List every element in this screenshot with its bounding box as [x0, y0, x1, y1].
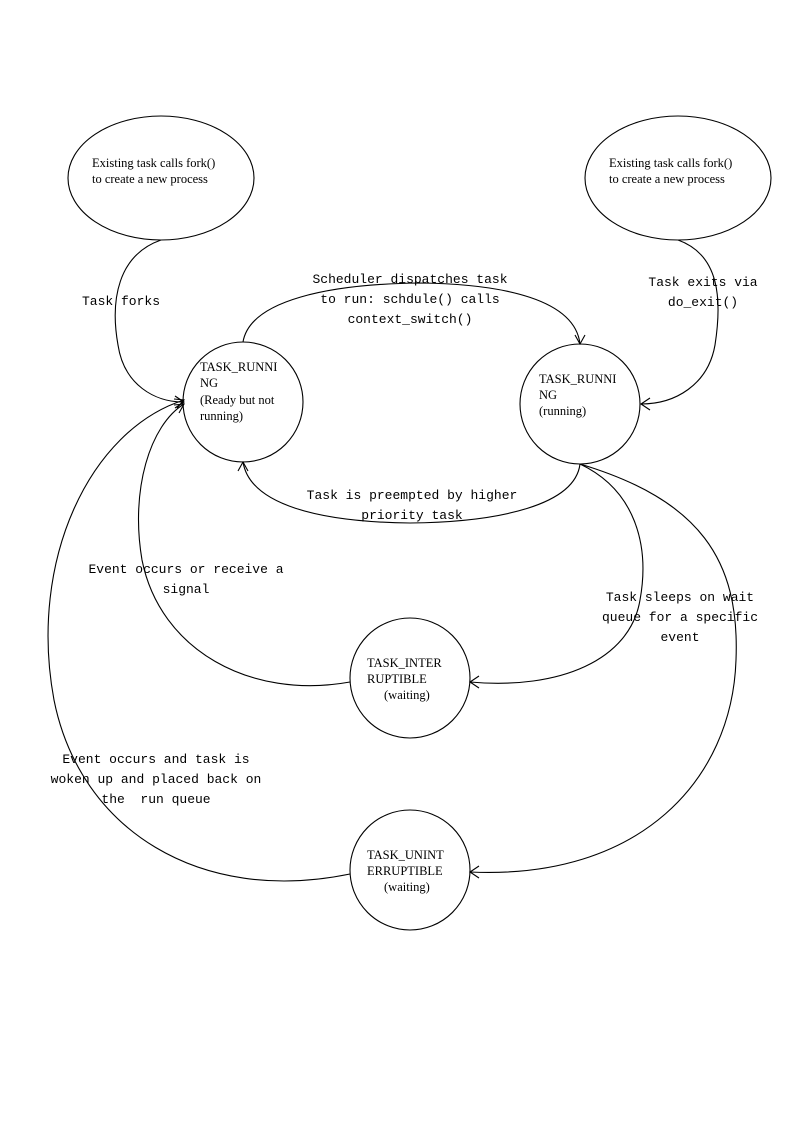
label-task-exits: Task exits via do_exit()	[648, 275, 757, 310]
label-woken-up-line-1: Event occurs and task is	[62, 752, 249, 767]
edge-event-woken-up	[47, 398, 351, 882]
label-preempted-line-1: Task is preempted by higher	[307, 488, 518, 503]
edge-task-exits-arrowhead	[640, 397, 651, 411]
label-woken-up-line-3: the run queue	[101, 792, 210, 807]
task-uninterruptible-circle	[349, 809, 471, 931]
node-task-running-running: TASK_RUNNI NG (running)	[519, 343, 641, 465]
label-scheduler-dispatch-line-1: Scheduler dispatches task	[312, 272, 507, 287]
label-preempted-line-2: priority task	[361, 508, 463, 523]
edge-running-to-uninterruptible-arrowhead	[469, 865, 480, 879]
label-task-forks: Task forks	[82, 294, 160, 309]
edge-preempted-line	[242, 461, 581, 524]
node-task-uninterruptible: TASK_UNINT ERRUPTIBLE (waiting)	[349, 809, 471, 931]
edge-running-to-uninterruptible-line	[469, 463, 737, 873]
label-sleeps-line-2: queue for a specific	[602, 610, 758, 625]
edge-scheduler-dispatch	[242, 282, 586, 346]
label-scheduler-dispatch-line-3: context_switch()	[348, 312, 473, 327]
edge-preempted-arrowhead	[237, 460, 249, 472]
node-task-running-ready: TASK_RUNNI NG (Ready but not running)	[182, 341, 304, 463]
edge-task-forks-line	[114, 239, 184, 403]
label-event-or-signal-line-2: signal	[163, 582, 210, 597]
edge-sleeps-arrowhead	[469, 675, 480, 689]
edge-task-forks-arrowhead	[174, 395, 185, 409]
label-event-woken-up: Event occurs and task is woken up and pl…	[51, 752, 262, 807]
task-running-running-label: TASK_RUNNI NG (running)	[539, 372, 620, 418]
fork-left-label: Existing task calls fork() to create a n…	[92, 156, 218, 186]
task-interruptible-label: TASK_INTER RUPTIBLE (waiting)	[367, 656, 445, 702]
label-sleeps-line-1: Task sleeps on wait	[606, 590, 754, 605]
label-preempted: Task is preempted by higher priority tas…	[307, 488, 518, 523]
edge-event-woken-up-line	[47, 399, 351, 882]
label-scheduler-dispatch: Scheduler dispatches task to run: schdul…	[312, 272, 507, 327]
label-task-exits-line-2: do_exit()	[668, 295, 738, 310]
label-sleeps-line-3: event	[660, 630, 699, 645]
label-scheduler-dispatch-line-2: to run: schdule() calls	[320, 292, 499, 307]
edge-task-exits-line	[640, 239, 719, 405]
edge-sleeps-on-wait-queue	[469, 463, 644, 689]
task-running-ready-label: TASK_RUNNI NG (Ready but not running)	[200, 360, 281, 423]
edge-sleeps-line	[469, 463, 644, 684]
edge-scheduler-dispatch-arrowhead	[574, 334, 586, 346]
fork-right-label: Existing task calls fork() to create a n…	[609, 156, 735, 186]
label-event-or-signal-line-1: Event occurs or receive a	[88, 562, 283, 577]
node-fork-left: Existing task calls fork() to create a n…	[67, 115, 255, 241]
edge-running-to-uninterruptible	[469, 463, 737, 879]
edge-event-woken-up-arrowhead	[173, 398, 186, 409]
edge-preempted	[237, 460, 581, 524]
node-fork-right: Existing task calls fork() to create a n…	[584, 115, 772, 241]
edge-event-or-signal-line	[137, 403, 351, 687]
label-sleeps-on-wait-queue: Task sleeps on wait queue for a specific…	[602, 590, 758, 645]
node-task-interruptible: TASK_INTER RUPTIBLE (waiting)	[349, 617, 471, 739]
label-event-or-signal: Event occurs or receive a signal	[88, 562, 283, 597]
edge-event-or-signal-arrowhead	[173, 403, 185, 414]
edge-task-exits	[640, 239, 719, 411]
label-woken-up-line-2: woken up and placed back on	[51, 772, 262, 787]
label-task-exits-line-1: Task exits via	[648, 275, 757, 290]
edge-event-or-signal	[137, 403, 351, 687]
edge-task-forks	[114, 239, 185, 409]
task-uninterruptible-label: TASK_UNINT ERRUPTIBLE (waiting)	[367, 848, 447, 894]
edge-scheduler-dispatch-line	[242, 282, 581, 345]
task-interruptible-circle	[349, 617, 471, 739]
